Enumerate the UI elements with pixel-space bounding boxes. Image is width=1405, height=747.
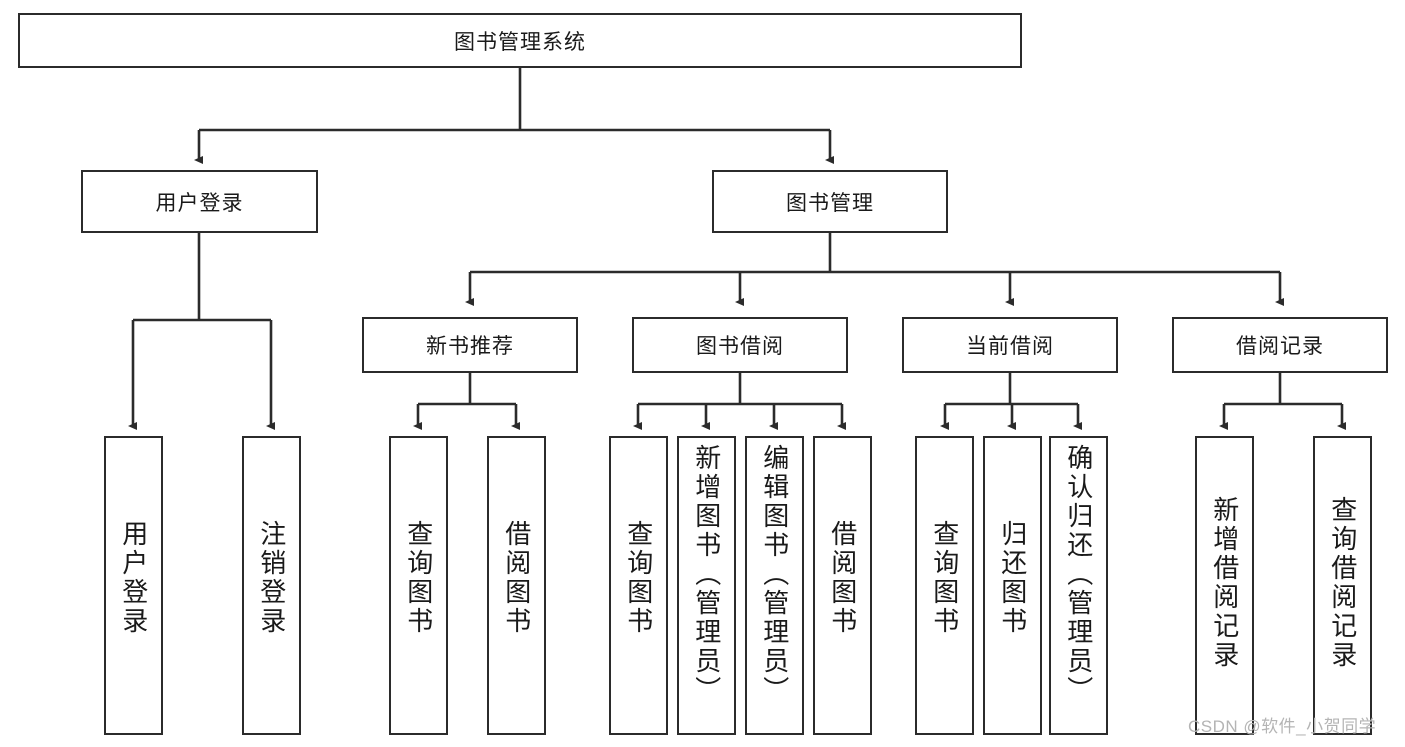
leaf-borrow-record-2[interactable]: 查询借阅记录 [1313, 436, 1372, 735]
leaf-current-borrow-1[interactable]: 查询图书 [915, 436, 974, 735]
node-book-management-label: 图书管理 [786, 191, 874, 215]
leaf-book-borrow-3-label: 编辑图书（管理员） [759, 444, 790, 705]
node-new-book-recommend-label: 新书推荐 [426, 335, 514, 358]
leaf-borrow-record-1-label: 新增借阅记录 [1209, 496, 1240, 670]
leaf-new-book-2-label: 借阅图书 [501, 520, 532, 636]
node-book-borrow[interactable]: 图书借阅 [632, 317, 848, 373]
leaf-user-login-1[interactable]: 用户登录 [104, 436, 163, 735]
leaf-current-borrow-3-label: 确认归还（管理员） [1063, 444, 1094, 705]
leaf-current-borrow-2-label: 归还图书 [997, 520, 1028, 636]
leaf-user-login-2-label: 注销登录 [256, 520, 287, 636]
leaf-book-borrow-4[interactable]: 借阅图书 [813, 436, 872, 735]
leaf-book-borrow-2[interactable]: 新增图书（管理员） [677, 436, 736, 735]
leaf-current-borrow-3[interactable]: 确认归还（管理员） [1049, 436, 1108, 735]
leaf-book-borrow-1[interactable]: 查询图书 [609, 436, 668, 735]
node-current-borrow-label: 当前借阅 [966, 335, 1054, 358]
leaf-user-login-2[interactable]: 注销登录 [242, 436, 301, 735]
leaf-new-book-1-label: 查询图书 [403, 520, 434, 636]
node-user-login-label: 用户登录 [155, 191, 244, 215]
node-root[interactable]: 图书管理系统 [18, 13, 1022, 68]
node-borrow-record-label: 借阅记录 [1236, 335, 1324, 358]
leaf-book-borrow-1-label: 查询图书 [623, 520, 654, 636]
node-root-label: 图书管理系统 [454, 30, 586, 54]
leaf-borrow-record-1[interactable]: 新增借阅记录 [1195, 436, 1254, 735]
leaf-book-borrow-2-label: 新增图书（管理员） [691, 444, 722, 705]
node-current-borrow[interactable]: 当前借阅 [902, 317, 1118, 373]
node-borrow-record[interactable]: 借阅记录 [1172, 317, 1388, 373]
leaf-new-book-2[interactable]: 借阅图书 [487, 436, 546, 735]
leaf-current-borrow-2[interactable]: 归还图书 [983, 436, 1042, 735]
leaf-book-borrow-3[interactable]: 编辑图书（管理员） [745, 436, 804, 735]
csdn-watermark: CSDN @软件_小贺同学 [1188, 717, 1377, 736]
node-new-book-recommend[interactable]: 新书推荐 [362, 317, 578, 373]
node-book-management[interactable]: 图书管理 [712, 170, 948, 233]
leaf-current-borrow-1-label: 查询图书 [929, 520, 960, 636]
leaf-user-login-1-label: 用户登录 [118, 520, 149, 636]
leaf-new-book-1[interactable]: 查询图书 [389, 436, 448, 735]
node-book-borrow-label: 图书借阅 [696, 335, 784, 358]
leaf-book-borrow-4-label: 借阅图书 [827, 520, 858, 636]
node-user-login[interactable]: 用户登录 [81, 170, 318, 233]
leaf-borrow-record-2-label: 查询借阅记录 [1327, 496, 1358, 670]
